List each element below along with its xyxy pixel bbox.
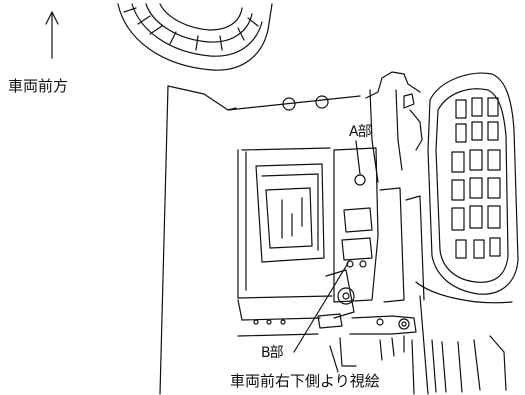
vehicle-front-label: 車両前方 <box>8 77 69 95</box>
callout-leaders <box>293 140 361 353</box>
part-a-label: A部 <box>349 124 372 140</box>
lower-arm <box>349 187 425 335</box>
view-caption: 車両前右下側より視絵 <box>230 372 380 390</box>
body-panel-outline <box>159 71 423 395</box>
lower-details <box>329 281 513 395</box>
underbody-cover <box>427 72 519 295</box>
subframe-box <box>237 147 333 337</box>
front-direction-arrow-icon <box>45 11 59 59</box>
mount-bracket <box>317 147 379 329</box>
part-b-label: B部 <box>261 345 284 361</box>
tire-icon <box>117 3 273 71</box>
